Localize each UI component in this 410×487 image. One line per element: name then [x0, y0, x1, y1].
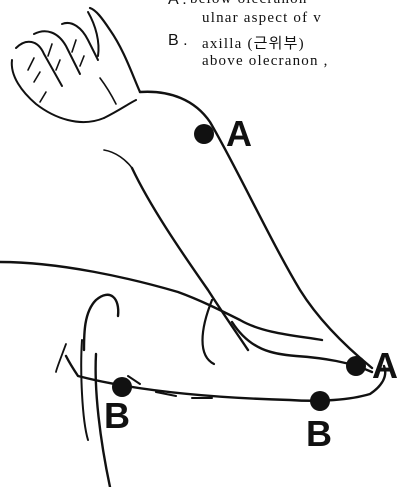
label-b-under-elbow: B [306, 413, 332, 454]
hand-outline [12, 8, 140, 168]
label-a-forearm: A [226, 113, 252, 154]
point-a-forearm [194, 124, 214, 144]
point-b-under-elbow [310, 391, 330, 411]
label-a-elbow: A [372, 345, 398, 386]
measurement-points [112, 124, 366, 411]
label-b-upper-arm: B [104, 395, 130, 436]
point-b-upper-arm [112, 377, 132, 397]
point-a-elbow [346, 356, 366, 376]
